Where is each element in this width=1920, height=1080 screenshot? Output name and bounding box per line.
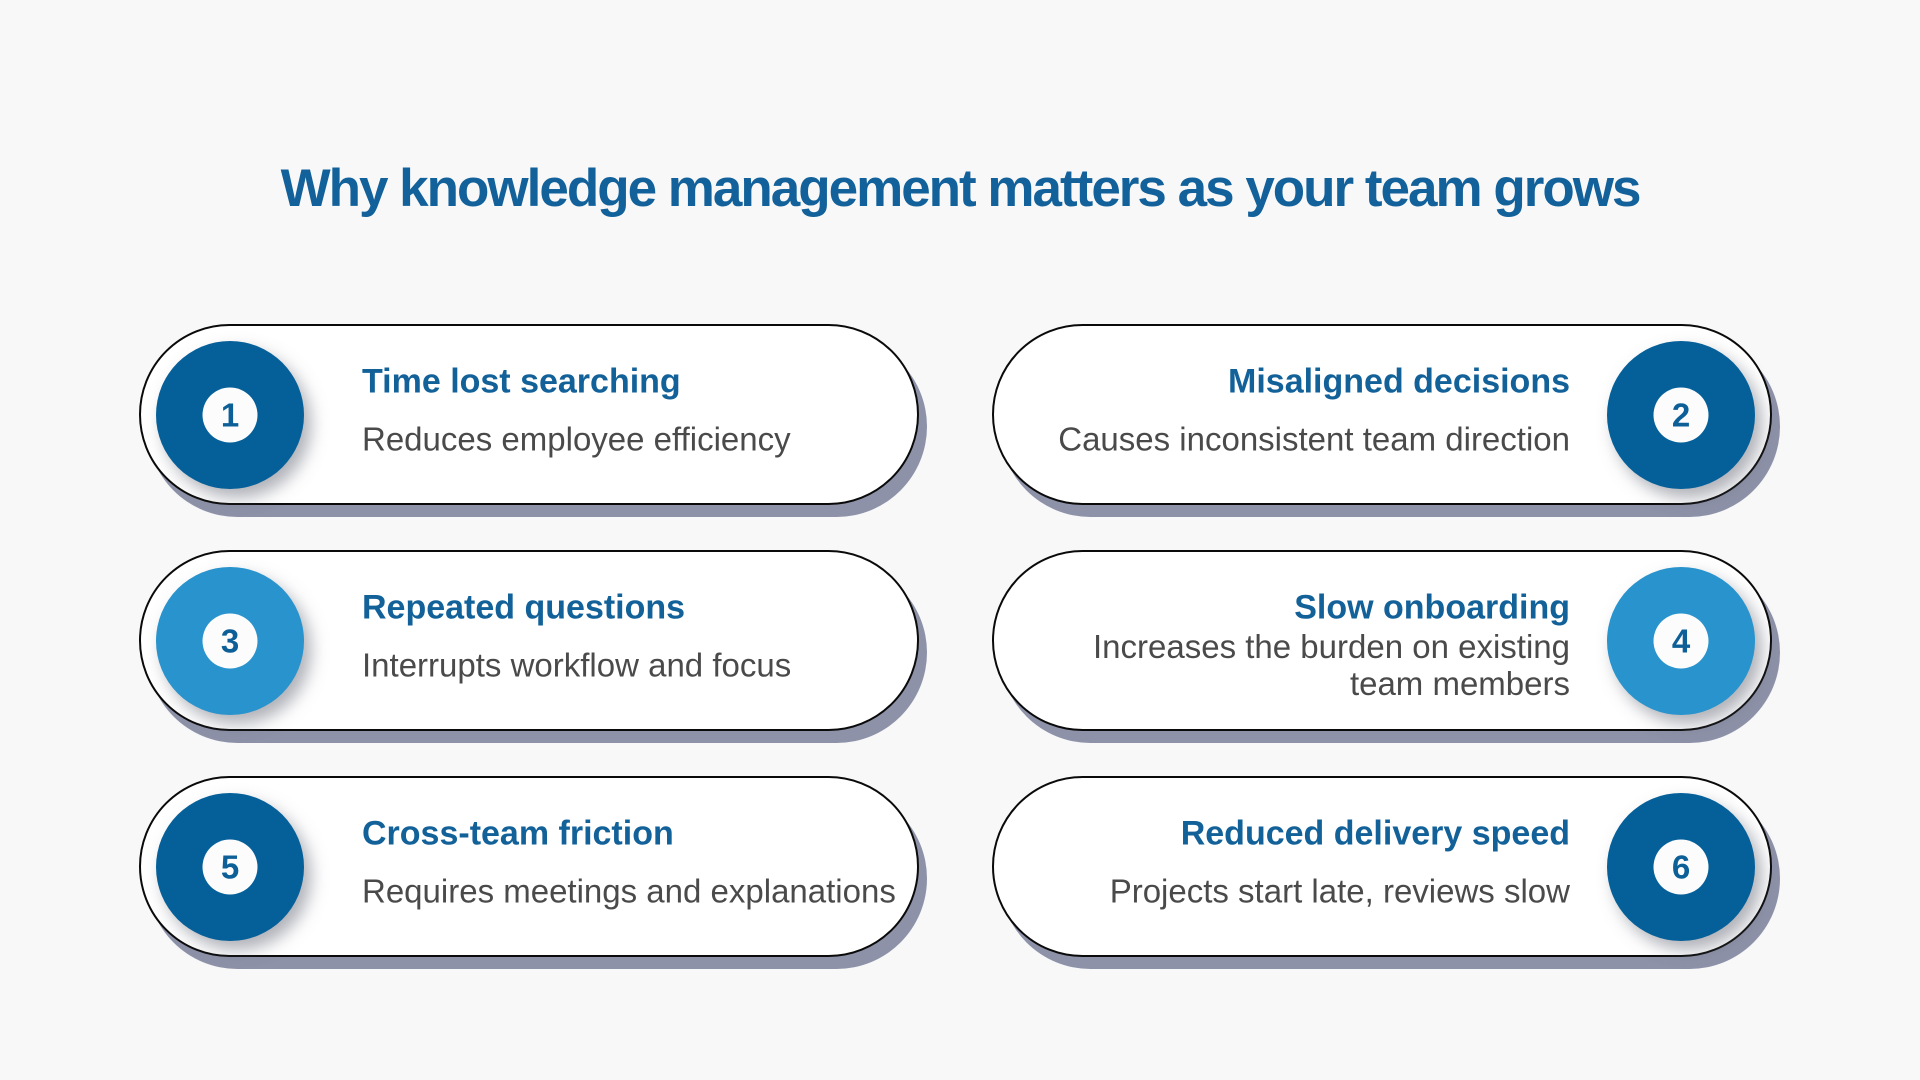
number-badge-inner-circle: 3	[202, 613, 258, 668]
number-badge: 2	[1607, 340, 1755, 489]
badge-number: 3	[220, 622, 240, 659]
badge-number: 2	[1671, 396, 1691, 433]
number-badge: 3	[156, 566, 304, 715]
number-badge-inner-circle: 4	[1653, 613, 1709, 668]
badge-number: 6	[1671, 848, 1691, 885]
card-title: Misaligned decisions	[1228, 362, 1570, 401]
number-badge-inner-circle: 2	[1653, 387, 1709, 442]
card-title: Cross-team friction	[362, 814, 674, 853]
card-subtitle: Requires meetings and explanations	[362, 872, 896, 910]
card-title: Slow onboarding	[1294, 588, 1570, 627]
number-badge-inner-circle: 5	[202, 839, 258, 894]
number-badge: 1	[156, 340, 304, 489]
card-subtitle: Interrupts workflow and focus	[362, 646, 792, 684]
card-subtitle: Reduces employee efficiency	[362, 420, 791, 458]
card-subtitle: Projects start late, reviews slow	[1109, 872, 1570, 910]
card-title: Repeated questions	[362, 588, 686, 627]
number-badge: 4	[1607, 566, 1755, 715]
number-badge-inner-circle: 6	[1653, 839, 1709, 894]
card-title: Time lost searching	[362, 362, 681, 401]
badge-number: 1	[220, 396, 240, 433]
card-time-lost-searching: 1 Time lost searching Reduces employee e…	[139, 324, 919, 505]
card-reduced-delivery-speed: 6 Reduced delivery speed Projects start …	[992, 776, 1772, 957]
card-slow-onboarding: 4 Slow onboarding Increases the burden o…	[992, 550, 1772, 731]
card-title: Reduced delivery speed	[1180, 814, 1570, 853]
card-repeated-questions: 3 Repeated questions Interrupts workflow…	[139, 550, 919, 731]
card-misaligned-decisions: 2 Misaligned decisions Causes inconsiste…	[992, 324, 1772, 505]
card-subtitle: Causes inconsistent team direction	[1058, 420, 1570, 458]
page-title: Why knowledge management matters as your…	[280, 159, 1642, 218]
card-subtitle: Increases the burden on existing team me…	[1093, 628, 1570, 702]
card-cross-team-friction: 5 Cross-team friction Requires meetings …	[139, 776, 919, 957]
badge-number: 5	[220, 848, 240, 885]
badge-number: 4	[1671, 622, 1691, 659]
number-badge: 5	[156, 792, 304, 941]
number-badge: 6	[1607, 792, 1755, 941]
number-badge-inner-circle: 1	[202, 387, 258, 442]
